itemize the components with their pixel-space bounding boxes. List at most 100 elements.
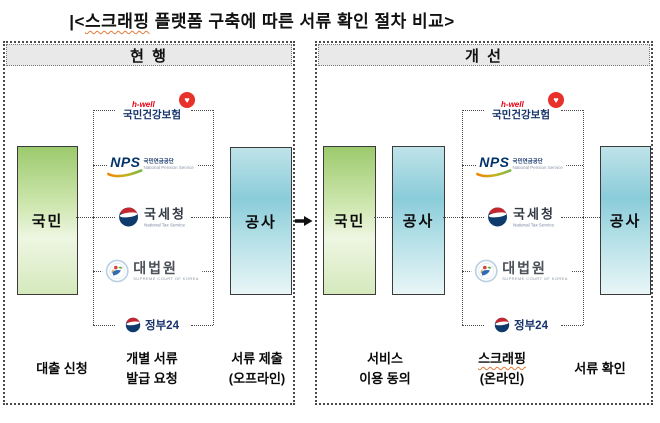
logo-nhis: ♥ h-well 국민건강보험 bbox=[489, 91, 564, 123]
nps-wordmark: NPS bbox=[476, 154, 512, 178]
improved-step2-line1: 스크래핑 bbox=[478, 350, 526, 366]
connector-line bbox=[462, 165, 484, 166]
logo-scourt: 대법원 SUPREME COURT OF KOREA bbox=[471, 258, 571, 284]
connector-line bbox=[462, 217, 484, 218]
nts-names: 국세청 National Tax Service bbox=[513, 207, 555, 228]
heart-glyph: ♥ bbox=[184, 94, 190, 105]
nps-name-kr: 국민연금공단 bbox=[512, 159, 543, 166]
nhis-brand: h-well bbox=[132, 99, 155, 109]
current-step1-text: 대출 신청 bbox=[36, 360, 88, 376]
current-step3-line1: 서류 제출 bbox=[231, 350, 283, 366]
current-step2-line1: 개별 서류 bbox=[126, 350, 178, 366]
connector-line bbox=[561, 110, 583, 111]
improved-step2-line2: (온라인) bbox=[479, 371, 525, 386]
current-step3-label: 서류 제출 (오프라인) bbox=[199, 346, 315, 392]
logo-nts: 국세청 National Tax Service bbox=[484, 205, 558, 229]
connector-line bbox=[561, 271, 583, 272]
citizen-to-bracket-line bbox=[76, 217, 93, 218]
connector-line bbox=[191, 110, 213, 111]
nps-swoosh-icon bbox=[107, 169, 143, 178]
current-citizen-label: 국민 bbox=[31, 213, 64, 230]
nps-brand: NPS bbox=[110, 154, 141, 170]
nps-names: 국민연금공단 National Pension Service bbox=[513, 159, 563, 171]
panel-current: 현 행 국민 공사 ♥ h-well 국민건강보험 bbox=[3, 41, 295, 405]
nps-swoosh-icon bbox=[476, 169, 512, 178]
improved-citizen-label: 국민 bbox=[333, 213, 366, 230]
heart-glyph: ♥ bbox=[553, 94, 559, 105]
scourt-emblem-icon bbox=[105, 259, 129, 283]
title-open: |< bbox=[69, 12, 85, 31]
connector-line bbox=[191, 325, 213, 326]
nps-name-en: National Pension Service bbox=[512, 164, 563, 170]
panel-current-header: 현 행 bbox=[6, 44, 292, 66]
scourt-names: 대법원 SUPREME COURT OF KOREA bbox=[133, 260, 199, 282]
title-scraping-word: 스크래핑 bbox=[84, 12, 150, 31]
logo-scourt: 대법원 SUPREME COURT OF KOREA bbox=[102, 258, 202, 284]
connector-line bbox=[93, 325, 115, 326]
improved-citizen-box: 국민 bbox=[323, 146, 376, 295]
title-rest: 플랫폼 구축에 따른 서류 확인 절차 비교> bbox=[149, 12, 455, 31]
connector-line bbox=[561, 217, 583, 218]
nts-name-en: National Tax Service bbox=[144, 222, 185, 228]
corp-to-bracket-line bbox=[443, 217, 462, 218]
gov-emblem-icon bbox=[494, 317, 510, 333]
gov24-name: 정부24 bbox=[514, 320, 548, 332]
current-corp-label: 공사 bbox=[245, 213, 277, 231]
current-citizen-box: 국민 bbox=[17, 146, 78, 295]
connector-line bbox=[93, 217, 115, 218]
logo-gov24: 정부24 bbox=[491, 316, 551, 334]
current-corp-box: 공사 bbox=[230, 147, 292, 295]
nps-name-en: National Pension Service bbox=[143, 164, 194, 170]
connector-line bbox=[561, 165, 583, 166]
page-title: |<스크래핑 플랫폼 구축에 따른 서류 확인 절차 비교> bbox=[0, 7, 524, 32]
current-step1-label: 대출 신청 bbox=[4, 346, 120, 392]
connector-line bbox=[561, 325, 583, 326]
connector-line bbox=[191, 271, 213, 272]
scourt-emblem-icon bbox=[474, 259, 498, 283]
flow-arrow-icon bbox=[295, 216, 313, 226]
nts-name-kr: 국세청 bbox=[513, 206, 555, 222]
connector-line bbox=[462, 325, 484, 326]
logo-gov24: 정부24 bbox=[122, 316, 182, 334]
gov-emblem-icon bbox=[119, 207, 139, 227]
improved-step3-label: 서류 확인 bbox=[542, 346, 658, 392]
panel-improved-header: 개 선 bbox=[318, 44, 650, 66]
improved-corp-right-box: 공사 bbox=[600, 146, 651, 295]
bracket-to-corp-line bbox=[583, 217, 600, 218]
citizen-to-corp-line bbox=[374, 217, 392, 218]
gov-emblem-icon bbox=[488, 207, 508, 227]
scourt-name-kr: 대법원 bbox=[133, 260, 178, 277]
scourt-name-en: SUPREME COURT OF KOREA bbox=[133, 276, 199, 281]
logo-nps: NPS 국민연금공단 National Pension Service bbox=[107, 153, 197, 178]
nps-names: 국민연금공단 National Pension Service bbox=[144, 159, 194, 171]
connector-line bbox=[191, 217, 213, 218]
scourt-name-kr: 대법원 bbox=[502, 260, 547, 277]
improved-step1-line2: 이용 동의 bbox=[359, 371, 411, 386]
logo-nhis: ♥ h-well 국민건강보험 bbox=[120, 91, 195, 123]
connector-line bbox=[191, 165, 213, 166]
connector-line bbox=[93, 110, 115, 111]
logo-nts: 국세청 National Tax Service bbox=[115, 205, 189, 229]
panel-current-title: 현 행 bbox=[130, 47, 168, 65]
nts-name-en: National Tax Service bbox=[513, 222, 554, 228]
improved-step1-label: 서비스 이용 동의 bbox=[327, 346, 443, 392]
improved-step1-line1: 서비스 bbox=[367, 350, 403, 366]
scourt-names: 대법원 SUPREME COURT OF KOREA bbox=[502, 260, 568, 282]
improved-corp-mid-box: 공사 bbox=[392, 146, 445, 295]
gov-emblem-icon bbox=[125, 317, 141, 333]
panel-improved: 개 선 국민 공사 공사 ♥ h-well bbox=[315, 41, 653, 405]
panel-improved-title: 개 선 bbox=[465, 47, 503, 65]
nhis-brand: h-well bbox=[501, 99, 524, 109]
bracket-to-corp-line bbox=[213, 217, 230, 218]
nps-brand: NPS bbox=[479, 154, 510, 170]
nts-names: 국세청 National Tax Service bbox=[144, 207, 186, 228]
connector-line bbox=[93, 165, 115, 166]
heart-icon: ♥ bbox=[547, 91, 564, 108]
improved-corp-mid-label: 공사 bbox=[402, 213, 435, 230]
nhis-name: 국민건강보험 bbox=[492, 108, 550, 121]
logo-nps: NPS 국민연금공단 National Pension Service bbox=[476, 153, 566, 178]
current-step2-label: 개별 서류 발급 요청 bbox=[94, 346, 210, 392]
heart-icon: ♥ bbox=[178, 91, 195, 108]
current-step2-line2: 발급 요청 bbox=[126, 371, 178, 386]
scourt-name-en: SUPREME COURT OF KOREA bbox=[502, 276, 568, 281]
